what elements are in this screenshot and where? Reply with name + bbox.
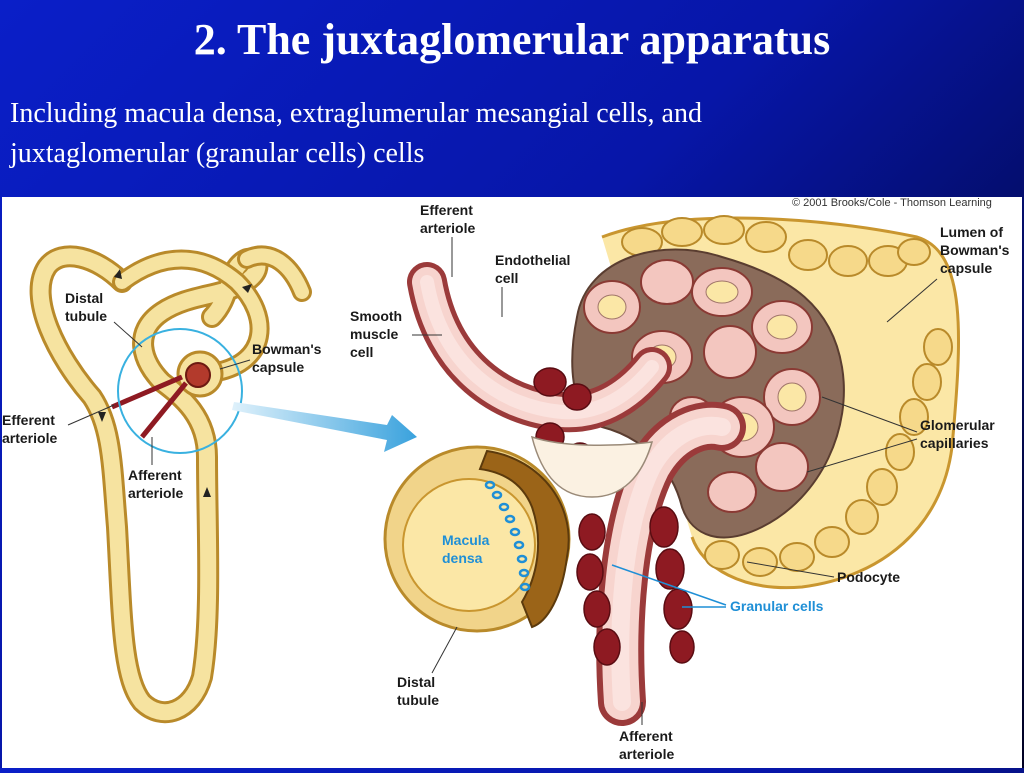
svg-text:capillaries: capillaries	[920, 435, 989, 451]
svg-text:cell: cell	[350, 344, 373, 360]
label-endothelial-cell: Endothelial cell	[495, 252, 570, 317]
svg-text:Afferent: Afferent	[128, 467, 182, 483]
svg-text:Bowman's: Bowman's	[940, 242, 1010, 258]
overview-label-distal-tubule: Distal tubule	[65, 290, 143, 348]
label-smooth-muscle-cell: Smooth muscle cell	[350, 308, 442, 360]
overview-label-bowmans-capsule: Bowman's capsule	[219, 341, 322, 375]
slide-subtitle: Including macula densa, extraglumerular …	[10, 94, 910, 174]
svg-text:Efferent: Efferent	[420, 202, 473, 218]
zoom-arrow	[232, 402, 417, 452]
label-afferent-arteriole: Afferent arteriole	[619, 702, 674, 762]
juxtaglomerular-diagram: © 2001 Brooks/Cole - Thomson Learning Di…	[2, 197, 1010, 762]
svg-text:Granular cells: Granular cells	[730, 598, 824, 614]
figure-panel: © 2001 Brooks/Cole - Thomson Learning Di…	[2, 197, 1022, 768]
svg-text:capsule: capsule	[940, 260, 992, 276]
distal-tubule-section	[383, 445, 571, 633]
svg-text:muscle: muscle	[350, 326, 398, 342]
svg-text:Smooth: Smooth	[350, 308, 402, 324]
svg-text:arteriole: arteriole	[2, 430, 57, 446]
svg-text:Bowman's: Bowman's	[252, 341, 322, 357]
svg-text:Podocyte: Podocyte	[837, 569, 900, 585]
svg-text:Efferent: Efferent	[2, 412, 55, 428]
svg-text:capsule: capsule	[252, 359, 304, 375]
extraglomerular-mesangium	[530, 435, 654, 498]
slide-title: 2. The juxtaglomerular apparatus	[193, 15, 831, 64]
label-glomerular-capillaries: Glomerular capillaries	[806, 396, 995, 473]
svg-text:arteriole: arteriole	[420, 220, 475, 236]
overview-label-efferent-arteriole: Efferent arteriole	[2, 404, 115, 446]
svg-text:Distal: Distal	[397, 674, 435, 690]
svg-text:Glomerular: Glomerular	[920, 417, 995, 433]
svg-text:tubule: tubule	[65, 308, 107, 324]
label-macula-densa: Macula densa	[442, 532, 490, 566]
svg-text:Macula: Macula	[442, 532, 490, 548]
copyright-text: © 2001 Brooks/Cole - Thomson Learning	[792, 197, 992, 209]
svg-text:arteriole: arteriole	[619, 746, 674, 762]
svg-text:Afferent: Afferent	[619, 728, 673, 744]
svg-text:Lumen of: Lumen of	[940, 224, 1003, 240]
label-efferent-arteriole: Efferent arteriole	[420, 202, 475, 277]
svg-text:Distal: Distal	[65, 290, 103, 306]
label-lumen-bowmans-capsule: Lumen of Bowman's capsule	[886, 224, 1010, 323]
overview-label-afferent-arteriole: Afferent arteriole	[128, 437, 183, 501]
svg-text:densa: densa	[442, 550, 483, 566]
overview-nephron	[29, 245, 312, 724]
svg-text:arteriole: arteriole	[128, 485, 183, 501]
macula-densa-cells	[478, 449, 570, 629]
label-distal-tubule: Distal tubule	[397, 626, 458, 708]
svg-text:tubule: tubule	[397, 692, 439, 708]
label-podocyte: Podocyte	[746, 561, 900, 585]
subtitle-line-2: juxtaglomerular (granular cells) cells	[10, 138, 425, 169]
svg-text:cell: cell	[495, 270, 518, 286]
subtitle-line-1: Including macula densa, extraglumerular …	[10, 98, 702, 129]
label-granular-cells: Granular cells	[611, 564, 824, 614]
svg-text:Endothelial: Endothelial	[495, 252, 570, 268]
afferent-arteriole-vessel	[596, 401, 746, 726]
efferent-arteriole-vessel	[407, 262, 672, 433]
